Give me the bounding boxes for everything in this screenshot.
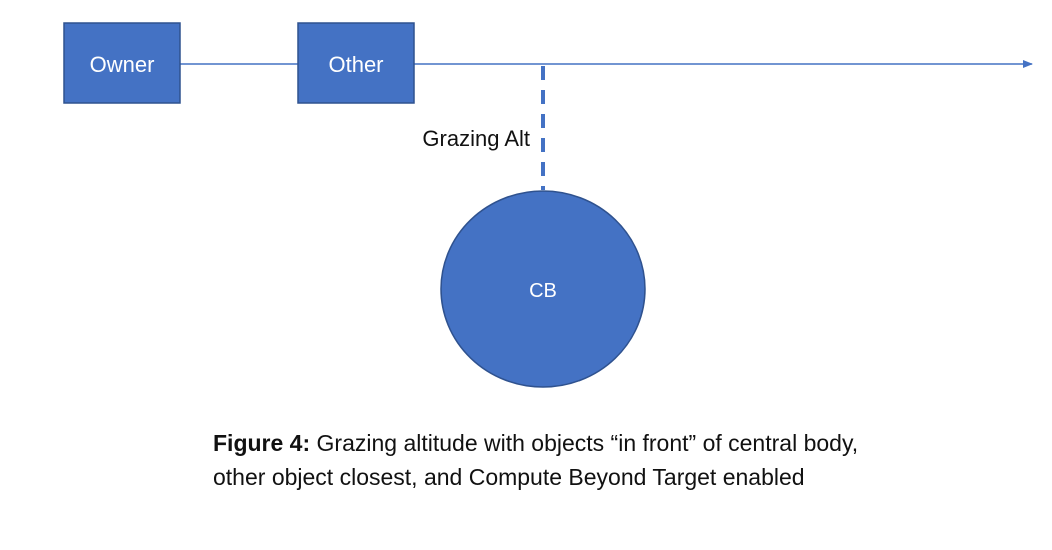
caption-prefix: Figure 4: bbox=[213, 430, 311, 456]
grazing-altitude-label: Grazing Alt bbox=[422, 126, 530, 151]
central-body-node: CB bbox=[440, 190, 646, 388]
central-body-label: CB bbox=[529, 280, 557, 302]
grazing-altitude-diagram: Owner Other Grazing Alt CB bbox=[63, 22, 1033, 388]
other-node: Other bbox=[297, 22, 415, 104]
owner-label: Owner bbox=[90, 52, 155, 77]
caption-text: Grazing altitude with objects “in front”… bbox=[213, 430, 859, 490]
other-label: Other bbox=[328, 52, 383, 77]
owner-node: Owner bbox=[63, 22, 181, 104]
figure-caption: Figure 4: Grazing altitude with objects … bbox=[213, 426, 873, 494]
